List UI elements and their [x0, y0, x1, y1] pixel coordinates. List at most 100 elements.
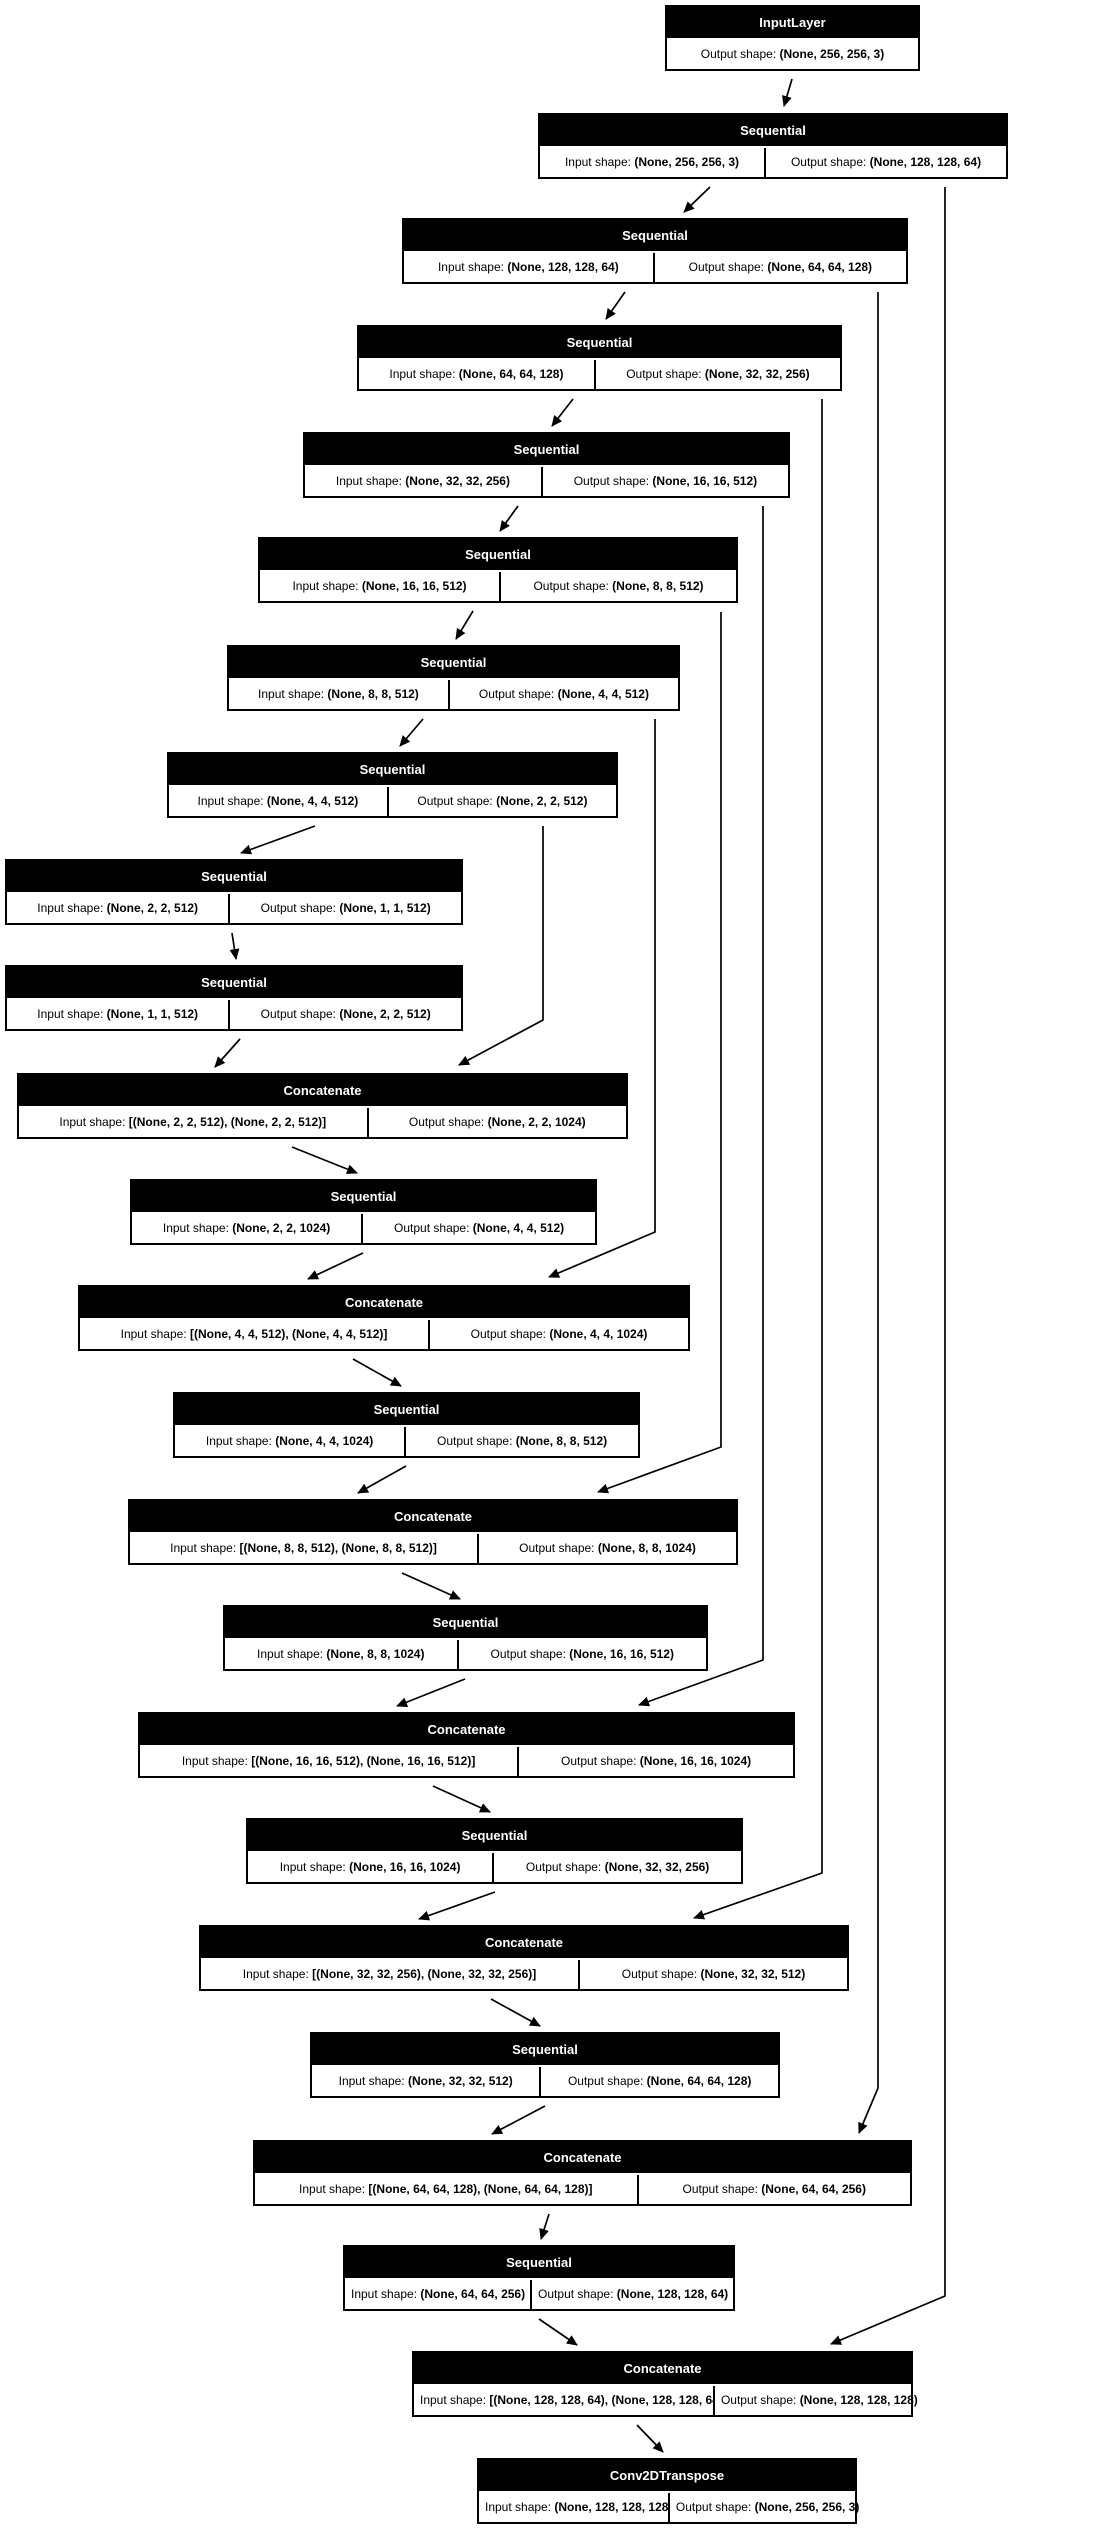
input-shape-prefix: Input shape: [170, 1541, 240, 1556]
node-sequential-1: Sequential Input shape: (None, 256, 256,… [538, 113, 1008, 180]
node-sequential-4: Sequential Input shape: (None, 32, 32, 2… [303, 432, 790, 499]
output-shape-prefix: Output shape: [260, 901, 340, 916]
edge-skip [638, 506, 764, 1707]
output-shape-prefix: Output shape: [260, 1007, 340, 1022]
node-title: Concatenate [130, 1501, 736, 1533]
output-shape-cell: Output shape: (None, 4, 4, 1024) [428, 1320, 688, 1350]
node-title: Sequential [312, 2034, 778, 2066]
output-shape-prefix: Output shape: [675, 2500, 755, 2515]
output-shape-prefix: Output shape: [533, 579, 613, 594]
node-concatenate-2: Concatenate Input shape: [(None, 4, 4, 5… [78, 1285, 690, 1352]
output-shape-value: (None, 64, 64, 128) [646, 2074, 752, 2089]
node-title: Sequential [225, 1607, 706, 1639]
output-shape-prefix: Output shape: [682, 2182, 762, 2197]
input-shape-value: (None, 2, 2, 512) [106, 901, 199, 916]
edge-chain [396, 1678, 466, 1707]
input-shape-value: [(None, 32, 32, 256), (None, 32, 32, 256… [312, 1967, 537, 1982]
input-shape-prefix: Input shape: [437, 260, 508, 275]
input-shape-cell: Input shape: (None, 16, 16, 1024) [248, 1853, 493, 1883]
output-shape-cell: Output shape: (None, 16, 16, 1024) [517, 1747, 794, 1777]
output-shape-cell: Output shape: (None, 32, 32, 256) [593, 360, 840, 390]
node-inputlayer: InputLayer Output shape: (None, 256, 256… [665, 5, 920, 72]
edge-skip [548, 719, 656, 1278]
node-title: Sequential [540, 115, 1006, 147]
node-title: Sequential [7, 861, 461, 893]
output-shape-value: (None, 256, 256, 3) [779, 47, 885, 62]
node-sequential-15: Sequential Input shape: (None, 64, 64, 2… [343, 2245, 735, 2312]
node-title: Sequential [229, 647, 678, 679]
input-shape-value: (None, 8, 8, 512) [327, 687, 419, 702]
input-shape-cell: Input shape: (None, 4, 4, 1024) [175, 1427, 405, 1457]
node-concatenate-1: Concatenate Input shape: [(None, 2, 2, 5… [17, 1073, 628, 1140]
output-shape-value: (None, 32, 32, 256) [604, 1860, 710, 1875]
node-title: Concatenate [201, 1927, 847, 1959]
edge-chain [499, 505, 519, 532]
input-shape-value: [(None, 128, 128, 64), (None, 128, 128, … [489, 2393, 727, 2408]
input-shape-prefix: Input shape: [59, 1115, 129, 1130]
edge-chain [683, 186, 711, 213]
input-shape-value: (None, 32, 32, 256) [405, 474, 510, 489]
node-title: Sequential [305, 434, 788, 466]
node-concatenate-5: Concatenate Input shape: [(None, 32, 32,… [199, 1925, 849, 1992]
input-shape-cell: Input shape: (None, 8, 8, 1024) [225, 1640, 457, 1670]
input-shape-cell: Input shape: (None, 128, 128, 128) [479, 2493, 672, 2523]
output-shape-cell: Output shape: (None, 8, 8, 512) [404, 1427, 639, 1457]
output-shape-prefix: Output shape: [688, 260, 768, 275]
input-shape-prefix: Input shape: [257, 1647, 327, 1662]
node-title: Sequential [248, 1820, 741, 1852]
output-shape-prefix: Output shape: [525, 1860, 605, 1875]
output-shape-cell: Output shape: (None, 32, 32, 512) [578, 1960, 847, 1990]
output-shape-cell: Output shape: (None, 64, 64, 128) [539, 2067, 778, 2097]
edge-chain [352, 1358, 402, 1387]
input-shape-value: (None, 32, 32, 512) [408, 2074, 513, 2089]
input-shape-cell: Input shape: (None, 128, 128, 64) [404, 253, 653, 283]
input-shape-prefix: Input shape: [299, 2182, 369, 2197]
edge-chain [307, 1252, 364, 1280]
input-shape-value: (None, 128, 128, 64) [507, 260, 619, 275]
node-sequential-6: Sequential Input shape: (None, 8, 8, 512… [227, 645, 680, 712]
output-shape-cell: Output shape: (None, 64, 64, 128) [652, 253, 907, 283]
input-shape-value: [(None, 64, 64, 128), (None, 64, 64, 128… [368, 2182, 593, 2197]
node-sequential-11: Sequential Input shape: (None, 4, 4, 102… [173, 1392, 640, 1459]
input-shape-prefix: Input shape: [197, 794, 267, 809]
node-title: Sequential [7, 967, 461, 999]
output-shape-cell: Output shape: (None, 128, 128, 128) [712, 2386, 918, 2416]
node-sequential-3: Sequential Input shape: (None, 64, 64, 1… [357, 325, 842, 392]
input-shape-prefix: Input shape: [37, 901, 107, 916]
output-shape-prefix: Output shape: [417, 794, 497, 809]
edge-chain [455, 610, 474, 640]
input-shape-value: [(None, 16, 16, 512), (None, 16, 16, 512… [251, 1754, 476, 1769]
node-sequential-8: Sequential Input shape: (None, 2, 2, 512… [5, 859, 463, 926]
input-shape-value: [(None, 8, 8, 512), (None, 8, 8, 512)] [239, 1541, 437, 1556]
output-shape-value: (None, 64, 64, 256) [761, 2182, 866, 2197]
input-shape-cell: Input shape: (None, 64, 64, 128) [359, 360, 594, 390]
input-shape-cell: Input shape: (None, 2, 2, 512) [7, 894, 229, 924]
output-shape-prefix: Output shape: [621, 1967, 701, 1982]
output-shape-value: (None, 16, 16, 512) [652, 474, 758, 489]
node-title: Concatenate [255, 2142, 910, 2174]
output-shape-value: (None, 16, 16, 1024) [639, 1754, 752, 1769]
input-shape-value: (None, 64, 64, 256) [420, 2287, 526, 2302]
edge-chain [490, 1998, 541, 2027]
output-shape-value: (None, 8, 8, 512) [612, 579, 704, 594]
node-concatenate-7: Concatenate Input shape: [(None, 128, 12… [412, 2351, 918, 2418]
node-title: Sequential [345, 2247, 733, 2279]
output-shape-cell: Output shape: (None, 256, 256, 3) [667, 2493, 859, 2523]
input-shape-cell: Input shape: [(None, 16, 16, 512), (None… [140, 1747, 518, 1777]
input-shape-value: (None, 16, 16, 512) [361, 579, 467, 594]
input-shape-prefix: Input shape: [389, 367, 459, 382]
output-shape-prefix: Output shape: [519, 1541, 598, 1556]
input-shape-cell: Input shape: (None, 4, 4, 512) [169, 787, 387, 817]
edge-chain [229, 932, 240, 960]
output-shape-prefix: Output shape: [561, 1754, 640, 1769]
input-shape-cell: Input shape: (None, 1, 1, 512) [7, 1000, 229, 1030]
node-sequential-14: Sequential Input shape: (None, 32, 32, 5… [310, 2032, 780, 2099]
edge-chain [551, 398, 574, 427]
edge-chain [636, 2424, 664, 2453]
output-shape-prefix: Output shape: [720, 2393, 800, 2408]
edge-chain [539, 2213, 550, 2240]
edge-chain [782, 78, 793, 107]
node-concatenate-4: Concatenate Input shape: [(None, 16, 16,… [138, 1712, 795, 1779]
node-sequential-5: Sequential Input shape: (None, 16, 16, 5… [258, 537, 738, 604]
